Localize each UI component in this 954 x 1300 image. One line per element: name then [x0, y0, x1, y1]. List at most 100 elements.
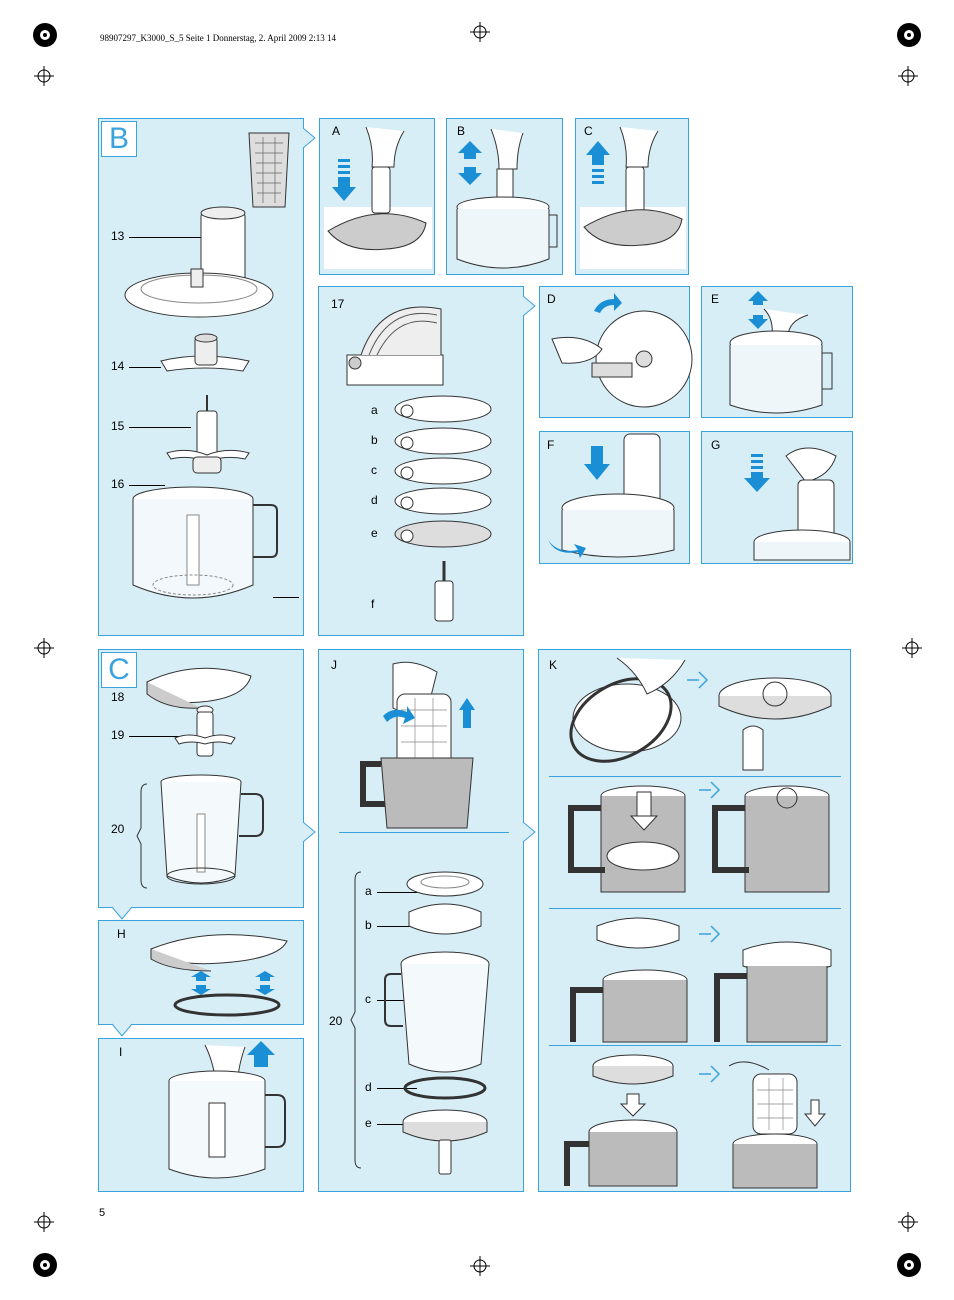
disc-label-a: a — [371, 403, 378, 417]
insert-ring-illustration — [570, 917, 688, 1043]
part-number-20: 20 — [111, 822, 125, 836]
filter-insert-illustration — [248, 132, 290, 208]
leader-line — [129, 237, 201, 238]
up-down-arrow-icon — [748, 291, 768, 329]
leader-line — [129, 427, 191, 428]
leader-line — [377, 1124, 421, 1125]
part-number-18: 18 — [111, 690, 125, 704]
part-number-14: 14 — [111, 359, 125, 373]
juicer-label-d: d — [365, 1080, 372, 1094]
disc-label-c: c — [371, 463, 377, 477]
step-d-label: D — [547, 292, 556, 306]
section-b-panel: B 13 14 15 16 — [98, 118, 304, 636]
registration-mark-icon — [897, 23, 921, 47]
section-c-panel: C 18 19 20 — [98, 649, 304, 908]
juicer-filter-removal-illustration — [360, 661, 475, 829]
chopper-blade-illustration — [174, 705, 236, 757]
down-arrow-icon — [744, 454, 770, 492]
blade-guard-illustration — [160, 333, 250, 372]
step-k-panel: K — [538, 649, 851, 1192]
section-c-label: C — [101, 652, 137, 688]
disc-label-b: b — [371, 433, 378, 447]
part-number-13: 13 — [111, 229, 125, 243]
part-number-16: 16 — [111, 477, 125, 491]
pointer-arrow-down-icon — [111, 906, 133, 920]
next-step-arrow-icon — [699, 1065, 721, 1083]
disc-in-bowl-illustration — [729, 308, 833, 414]
pointer-arrow-down-icon — [111, 1023, 133, 1037]
ring-inserted-illustration — [714, 941, 832, 1043]
leader-line — [273, 597, 299, 598]
chopper-lid-illustration — [146, 667, 252, 709]
part-number-17: 17 — [331, 297, 345, 311]
crosshair-icon — [470, 1256, 490, 1276]
work-bowl-illustration — [132, 486, 278, 599]
step-c-label: C — [584, 124, 593, 138]
next-step-arrow-icon — [699, 925, 721, 943]
juicer-label-a: a — [365, 884, 372, 898]
step-h-label: H — [117, 927, 126, 941]
down-arrow-icon — [584, 446, 610, 480]
page-number: 5 — [99, 1207, 106, 1219]
divider-line — [549, 908, 841, 909]
leader-line — [129, 736, 181, 737]
print-header: 98907297_K3000_S_5 Seite 1 Donnerstag, 2… — [100, 33, 336, 43]
registration-mark-icon — [33, 1253, 57, 1277]
discs-panel: 17 a b c d e f — [318, 286, 524, 636]
step-g-panel: G — [701, 431, 853, 564]
disc-shaft-illustration — [434, 561, 454, 622]
pusher-in-lid-illustration — [753, 447, 851, 561]
juicer-label-c: c — [365, 992, 371, 1006]
crosshair-icon — [34, 638, 54, 658]
step-j-panel: J 20 a b c d e — [318, 649, 524, 1192]
slicing-discs-illustration — [394, 395, 492, 548]
divider-line — [339, 832, 509, 833]
step-f-label: F — [547, 438, 555, 452]
section-b-label: B — [101, 121, 137, 157]
seal-removal-illustration — [569, 657, 686, 763]
step-b-label: B — [457, 124, 466, 138]
up-arrow-icon — [586, 141, 610, 184]
disc-label-d: d — [371, 493, 378, 507]
step-h-panel: H — [98, 920, 304, 1025]
bracket-icon — [350, 871, 362, 1169]
part-number-19: 19 — [111, 728, 125, 742]
disc-holder-illustration — [346, 306, 444, 386]
curved-arrow-icon — [594, 293, 622, 313]
step-c-panel: C — [575, 118, 689, 275]
leader-line — [377, 1088, 417, 1089]
disc-label-f: f — [371, 597, 375, 611]
divider-line — [549, 776, 841, 777]
step-a-panel: A — [319, 118, 435, 275]
leader-line — [377, 926, 415, 927]
part-number-15: 15 — [111, 419, 125, 433]
crosshair-icon — [902, 638, 922, 658]
hand-holding-blade-illustration — [324, 126, 432, 269]
juicer-label-b: b — [365, 918, 372, 932]
step-d-panel: D — [539, 286, 693, 418]
hand-turning-disc-illustration — [551, 310, 693, 408]
next-step-arrow-icon — [699, 781, 721, 799]
chopper-bowl-illustration — [160, 774, 264, 885]
pointer-arrow-icon — [522, 821, 536, 843]
leader-line — [377, 892, 417, 893]
disc-label-e: e — [371, 526, 378, 540]
leader-line — [129, 367, 161, 368]
next-step-arrow-icon — [687, 671, 709, 689]
pointer-arrow-icon — [302, 127, 316, 149]
lid-illustration — [124, 206, 274, 318]
crosshair-icon — [898, 1212, 918, 1232]
step-j-label: J — [331, 658, 337, 672]
insert-filter-illustration — [728, 1061, 827, 1189]
step-i-panel: I — [98, 1038, 304, 1192]
crosshair-icon — [898, 66, 918, 86]
pointer-arrow-icon — [522, 295, 536, 317]
knife-blade-illustration — [166, 395, 250, 474]
leader-line — [129, 485, 165, 486]
juicer-exploded-illustration — [384, 871, 490, 1175]
step-e-panel: E — [701, 286, 853, 418]
crosshair-icon — [470, 22, 490, 42]
up-down-arrow-icon — [458, 141, 482, 185]
step-a-label: A — [332, 124, 341, 138]
lid-on-bowl-illustration — [548, 433, 675, 558]
